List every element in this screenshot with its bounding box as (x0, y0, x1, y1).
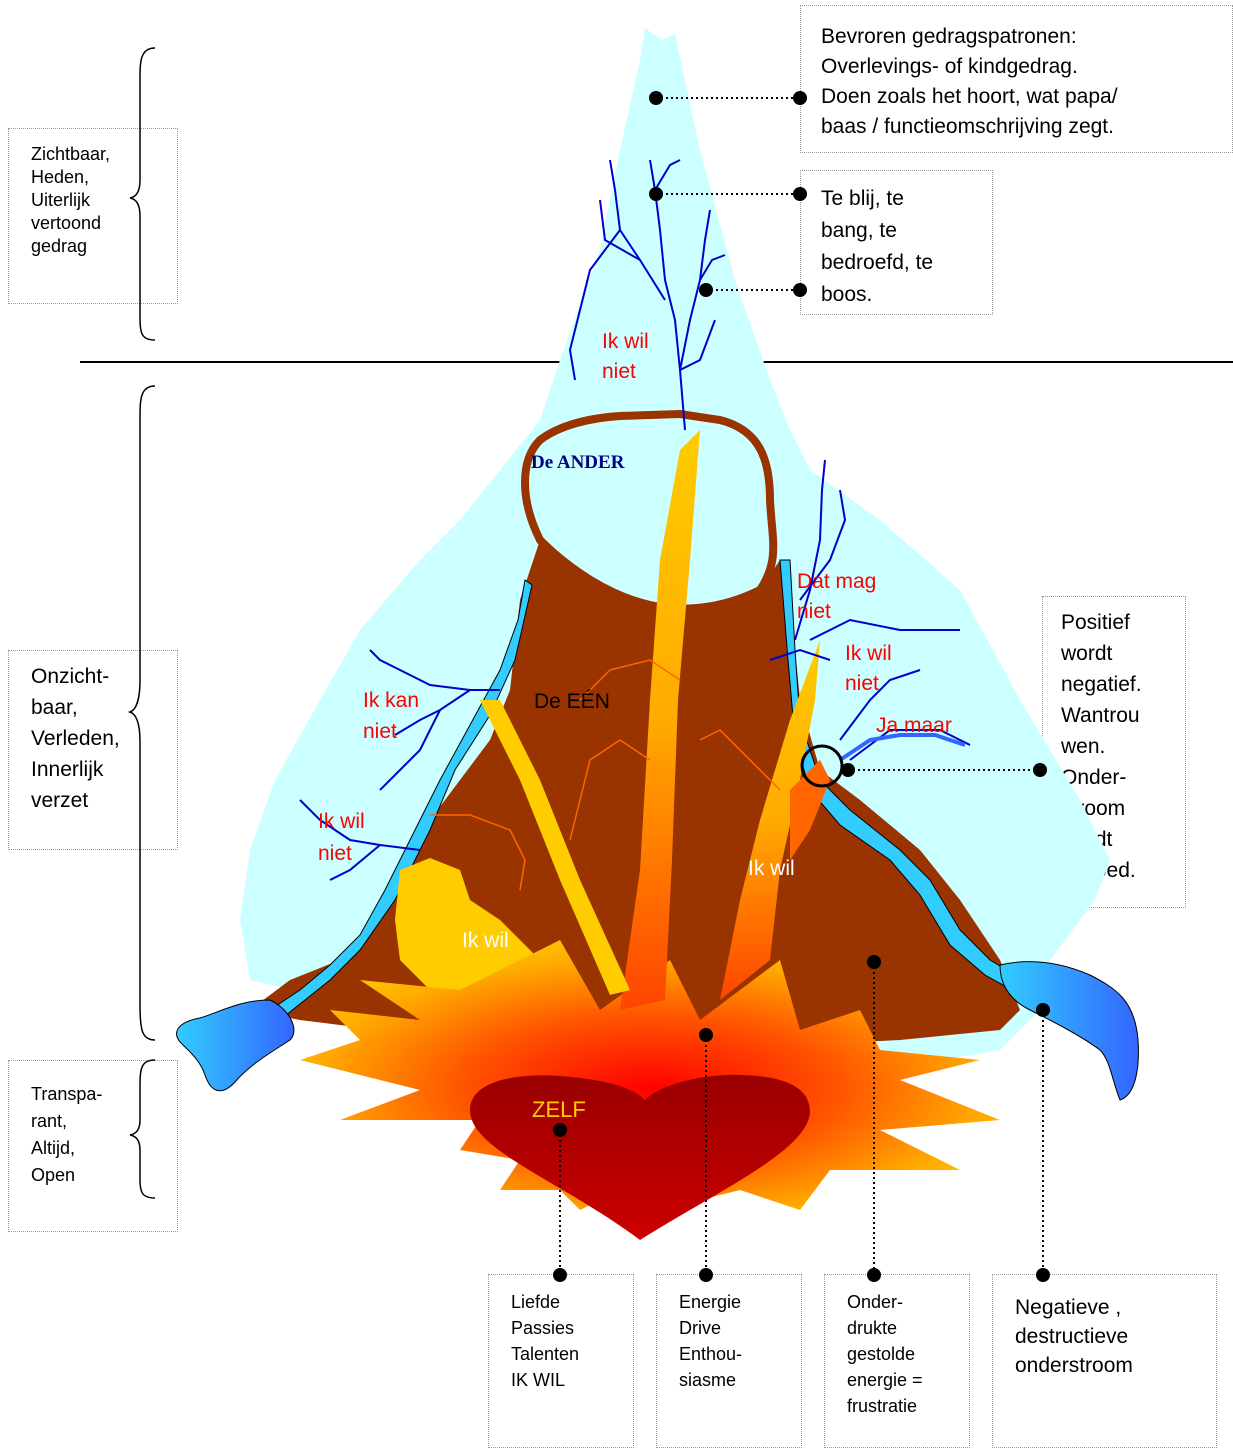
label-ik-kan-1: Ik kan (363, 689, 419, 712)
visible-brace (130, 48, 155, 340)
dot-frozen-b (793, 91, 807, 105)
label-ik-wil-right: Ik wil (748, 857, 795, 880)
label-ik-wil-niet-top-1: Ik wil (602, 330, 649, 353)
label-ik-wil-niet-top-2: niet (602, 360, 636, 383)
label-zelf: ZELF (532, 1097, 586, 1122)
dot-suppressed-top (867, 955, 881, 969)
label-ik-wil-niet-right-2: niet (845, 672, 879, 695)
lake-right (1000, 962, 1138, 1100)
dot-negative-top (1036, 1003, 1050, 1017)
dot-emotions-a (649, 187, 663, 201)
dot-circle-b (1033, 763, 1047, 777)
dot-zelf (553, 1123, 567, 1137)
dot-emotions-b (793, 187, 807, 201)
dot-emotions-c (699, 283, 713, 297)
label-ik-kan-2: niet (363, 720, 397, 743)
invisible-brace (130, 386, 155, 1040)
dot-negative-bottom (1036, 1268, 1050, 1282)
dot-circle-a (841, 763, 855, 777)
dot-emotions-d (793, 283, 807, 297)
dot-suppressed-bottom (867, 1268, 881, 1282)
dot-love-bottom (553, 1268, 567, 1282)
zelf-heart (470, 1075, 810, 1240)
dot-energy-bottom (699, 1268, 713, 1282)
label-ik-wil-niet-left-2: niet (318, 842, 352, 865)
dot-energy-top (699, 1028, 713, 1042)
dot-frozen-a (649, 91, 663, 105)
label-dat-mag-2: niet (797, 600, 831, 623)
transparent-brace (130, 1060, 155, 1198)
lake-left (177, 1000, 294, 1091)
label-de-ander: De ANDER (531, 452, 625, 473)
label-de-een: De EÉN (534, 690, 610, 713)
label-ik-wil-niet-left-1: Ik wil (318, 810, 365, 833)
label-ik-wil-niet-right-1: Ik wil (845, 642, 892, 665)
label-ja-maar: Ja maar (876, 714, 952, 737)
label-dat-mag-1: Dat mag (797, 570, 876, 593)
label-ik-wil-left: Ik wil (462, 929, 509, 952)
